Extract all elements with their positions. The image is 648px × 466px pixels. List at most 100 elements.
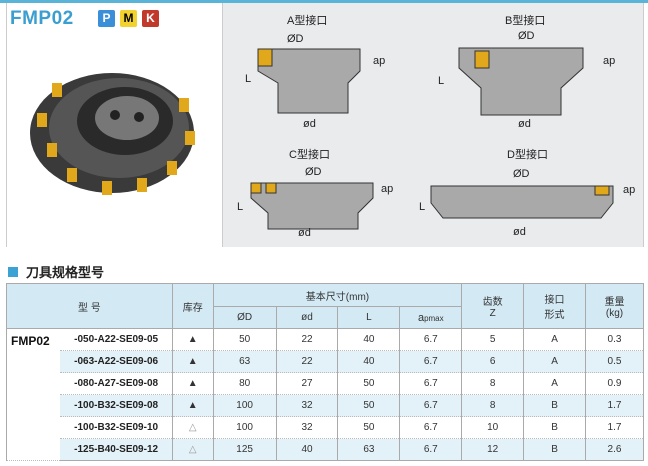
diagram-c-label: C型接口 bbox=[289, 149, 330, 161]
cell-Z: 6 bbox=[461, 350, 525, 373]
cell-L: 50 bbox=[337, 394, 401, 417]
header-d: ød bbox=[275, 306, 339, 329]
cell-Z: 12 bbox=[461, 438, 525, 461]
cell-L: 63 bbox=[337, 438, 401, 461]
cell-d: 32 bbox=[275, 394, 339, 417]
cell-d: 32 bbox=[275, 416, 339, 439]
cell-d: 22 bbox=[275, 350, 339, 373]
cell-kg: 0.3 bbox=[584, 328, 645, 351]
cell-D: 100 bbox=[212, 394, 277, 417]
section-marker-icon bbox=[8, 266, 18, 277]
cell-ap: 6.7 bbox=[399, 372, 463, 395]
section-heading: 刀具规格型号 bbox=[8, 262, 104, 281]
cell-d: 22 bbox=[275, 328, 339, 351]
interface-diagrams-panel: A型接口 ØD ød L ap B型接口 ØD ød L ap C型接口 ØD … bbox=[222, 3, 644, 247]
material-badge-k: K bbox=[142, 10, 159, 27]
diagram-d-dim-L: L bbox=[419, 201, 426, 213]
cell-type: A bbox=[523, 350, 586, 373]
cell-type: B bbox=[523, 438, 586, 461]
header-model: 型 号 bbox=[6, 283, 173, 329]
cell-stock: △ bbox=[171, 416, 214, 439]
diagram-d-label: D型接口 bbox=[507, 149, 548, 161]
diagram-c-dim-d: ød bbox=[298, 227, 311, 239]
cell-L: 40 bbox=[337, 328, 401, 351]
cell-stock: ▲ bbox=[171, 328, 214, 351]
diagram-a-shape bbox=[257, 48, 361, 114]
cell-model: -063-A22-SE09-06 bbox=[60, 350, 173, 373]
diagram-c-shape bbox=[250, 182, 374, 230]
cell-model: -100-B32-SE09-08 bbox=[60, 394, 173, 417]
cell-L: 50 bbox=[337, 372, 401, 395]
cell-type: A bbox=[523, 372, 586, 395]
header-basic-dims: 基本尺寸(mm) bbox=[212, 283, 463, 307]
material-badge-m: M bbox=[120, 10, 137, 27]
diagram-d-dim-d: ød bbox=[513, 226, 526, 238]
diagram-b-shape bbox=[458, 47, 584, 116]
product-panel bbox=[6, 3, 220, 247]
cell-model: -050-A22-SE09-05 bbox=[60, 328, 173, 351]
cell-kg: 1.7 bbox=[584, 394, 645, 417]
family-cell: FMP02 bbox=[6, 328, 61, 461]
material-badge-p: P bbox=[98, 10, 115, 27]
header-ap: apmax bbox=[399, 306, 463, 329]
top-accent-bar bbox=[0, 0, 648, 3]
diagram-a-dim-L: L bbox=[245, 73, 252, 85]
cell-L: 40 bbox=[337, 350, 401, 373]
diagram-b-dim-D: ØD bbox=[518, 30, 535, 42]
cell-d: 40 bbox=[275, 438, 339, 461]
diagram-d-shape bbox=[430, 185, 614, 219]
diagram-d-dim-ap: ap bbox=[623, 184, 636, 196]
header-stock: 库存 bbox=[171, 283, 214, 329]
diagram-b-dim-d: ød bbox=[518, 118, 531, 130]
diagram-c-dim-L: L bbox=[237, 201, 244, 213]
header-weight: 重量(kg) bbox=[584, 283, 645, 329]
cell-kg: 0.9 bbox=[584, 372, 645, 395]
interface-diagrams bbox=[250, 47, 614, 230]
cell-D: 50 bbox=[212, 328, 277, 351]
cell-L: 50 bbox=[337, 416, 401, 439]
cell-stock: ▲ bbox=[171, 372, 214, 395]
header-interface: 接口形式 bbox=[523, 283, 586, 329]
cell-type: B bbox=[523, 394, 586, 417]
diagram-d-dim-D: ØD bbox=[513, 168, 530, 180]
cell-ap: 6.7 bbox=[399, 438, 463, 461]
cell-Z: 8 bbox=[461, 372, 525, 395]
cell-D: 80 bbox=[212, 372, 277, 395]
cell-ap: 6.7 bbox=[399, 416, 463, 439]
diagram-a-dim-ap: ap bbox=[373, 55, 386, 67]
diagram-a-dim-d: ød bbox=[303, 118, 316, 130]
cell-Z: 8 bbox=[461, 394, 525, 417]
cell-ap: 6.7 bbox=[399, 350, 463, 373]
cell-stock: ▲ bbox=[171, 394, 214, 417]
cell-type: B bbox=[523, 416, 586, 439]
cell-D: 63 bbox=[212, 350, 277, 373]
diagram-b-dim-ap: ap bbox=[603, 55, 616, 67]
cell-Z: 5 bbox=[461, 328, 525, 351]
cell-kg: 0.5 bbox=[584, 350, 645, 373]
diagram-a-dim-D: ØD bbox=[287, 33, 304, 45]
cell-model: -080-A27-SE09-08 bbox=[60, 372, 173, 395]
cell-stock: ▲ bbox=[171, 350, 214, 373]
cell-D: 125 bbox=[212, 438, 277, 461]
diagram-a-label: A型接口 bbox=[287, 15, 328, 27]
header-L: L bbox=[337, 306, 401, 329]
cell-ap: 6.7 bbox=[399, 328, 463, 351]
header-D: ØD bbox=[212, 306, 277, 329]
cell-kg: 1.7 bbox=[584, 416, 645, 439]
cell-Z: 10 bbox=[461, 416, 525, 439]
cell-stock: △ bbox=[171, 438, 214, 461]
section-title: 刀具规格型号 bbox=[26, 265, 105, 280]
cell-ap: 6.7 bbox=[399, 394, 463, 417]
diagram-c-dim-D: ØD bbox=[305, 166, 322, 178]
cell-model: -100-B32-SE09-10 bbox=[60, 416, 173, 439]
cell-D: 100 bbox=[212, 416, 277, 439]
cell-type: A bbox=[523, 328, 586, 351]
diagram-b-label: B型接口 bbox=[505, 15, 546, 27]
